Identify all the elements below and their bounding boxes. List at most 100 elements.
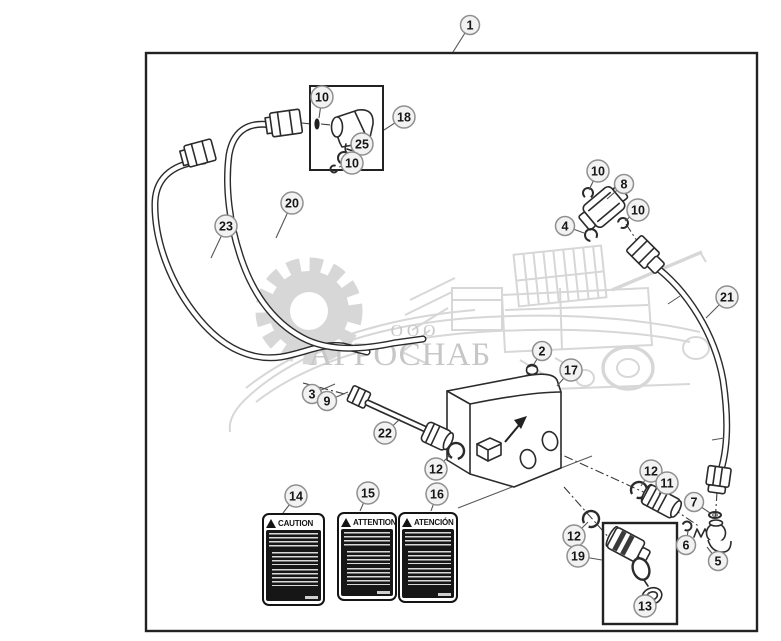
- svg-text:10: 10: [345, 156, 359, 170]
- callout-22[interactable]: 22: [373, 418, 401, 445]
- warning-triangle-icon: [266, 519, 276, 528]
- svg-text:25: 25: [355, 137, 369, 151]
- svg-text:10: 10: [591, 164, 605, 178]
- o-ring-10: [329, 164, 339, 174]
- svg-text:16: 16: [430, 487, 444, 501]
- bracket-tab: [476, 437, 502, 462]
- warning-triangle-icon: [341, 518, 351, 527]
- attention-label-header: ATTENTION: [341, 516, 397, 529]
- callout-7[interactable]: 7: [683, 491, 711, 514]
- attention-label-text: [341, 529, 393, 596]
- callout-2[interactable]: 2: [531, 340, 553, 365]
- svg-text:14: 14: [289, 489, 303, 503]
- callout-11[interactable]: 11: [655, 471, 679, 495]
- callout-12[interactable]: 12: [562, 521, 589, 548]
- callout-10[interactable]: 10: [310, 85, 334, 119]
- watermark-org-form: ООО: [391, 321, 440, 340]
- label-part-code: [305, 596, 318, 599]
- attention-label-title: ATTENTION: [353, 518, 397, 527]
- caution-label-title: CAUTION: [278, 519, 314, 528]
- svg-text:12: 12: [644, 464, 658, 478]
- coupler-box-19: [601, 521, 679, 626]
- svg-text:1: 1: [467, 18, 474, 32]
- atencion-label-text: [402, 529, 454, 598]
- o-ring-6: [681, 520, 693, 532]
- svg-text:15: 15: [361, 486, 375, 500]
- callout-10[interactable]: 10: [624, 198, 650, 222]
- caution-label-text: [266, 530, 321, 601]
- svg-text:5: 5: [715, 554, 722, 568]
- hose-21-bottom-nut: [705, 464, 732, 495]
- atencion-label: ATENCIÓN: [398, 512, 458, 603]
- rod-22: [346, 385, 466, 461]
- hose-21-top-nut: [626, 235, 665, 274]
- callout-13[interactable]: 13: [633, 591, 657, 618]
- svg-text:2: 2: [539, 344, 546, 358]
- callout-9[interactable]: 9: [316, 390, 349, 412]
- callout-16[interactable]: 16: [425, 482, 449, 512]
- hose-20: [224, 108, 427, 352]
- direction-arrow: [514, 416, 527, 429]
- washer-10: [314, 118, 320, 130]
- callout-12[interactable]: 12: [639, 459, 663, 487]
- label-part-code: [438, 593, 451, 596]
- snap-ring-12: [581, 509, 601, 529]
- callout-21[interactable]: 21: [705, 285, 739, 319]
- callout-4[interactable]: 4: [554, 215, 585, 237]
- svg-text:20: 20: [285, 196, 299, 210]
- coupler-13: [605, 525, 651, 562]
- callout-5[interactable]: 5: [706, 546, 729, 572]
- callout-19[interactable]: 19: [566, 544, 603, 568]
- svg-text:10: 10: [631, 203, 645, 217]
- svg-text:6: 6: [683, 538, 690, 552]
- svg-text:9: 9: [324, 394, 331, 408]
- svg-text:12: 12: [429, 462, 443, 476]
- bracket-17: [446, 373, 562, 488]
- label-part-code: [377, 591, 390, 594]
- svg-text:13: 13: [638, 599, 652, 613]
- svg-text:8: 8: [621, 177, 628, 191]
- watermark: ООО АГРОСНАБ: [228, 244, 710, 433]
- callout-18[interactable]: 18: [383, 105, 416, 131]
- diagram-border: [144, 51, 759, 633]
- svg-text:7: 7: [691, 495, 698, 509]
- callout-10[interactable]: 10: [338, 151, 364, 175]
- o-ring-10: [616, 217, 629, 229]
- svg-text:3: 3: [309, 387, 316, 401]
- callout-6[interactable]: 6: [675, 530, 697, 556]
- callout-12[interactable]: 12: [424, 454, 451, 481]
- o-ring-10: [582, 187, 595, 199]
- callout-1[interactable]: 1: [452, 14, 481, 53]
- svg-text:19: 19: [571, 549, 585, 563]
- svg-text:4: 4: [562, 219, 569, 233]
- callout-8[interactable]: 8: [606, 173, 635, 200]
- svg-text:17: 17: [564, 363, 578, 377]
- svg-text:23: 23: [219, 219, 233, 233]
- caution-label: CAUTION: [262, 513, 325, 606]
- svg-text:22: 22: [378, 426, 392, 440]
- svg-text:10: 10: [315, 90, 329, 104]
- atencion-label-header: ATENCIÓN: [402, 516, 454, 529]
- washer-7: [708, 511, 722, 519]
- svg-text:21: 21: [720, 290, 734, 304]
- hose-21: [626, 235, 732, 495]
- callout-23[interactable]: 23: [210, 214, 238, 259]
- callout-14[interactable]: 14: [282, 484, 308, 514]
- callout-17[interactable]: 17: [556, 358, 583, 387]
- attention-label: ATTENTION: [337, 512, 397, 601]
- callout-15[interactable]: 15: [356, 481, 380, 512]
- callout-10[interactable]: 10: [586, 159, 610, 191]
- callout-20[interactable]: 20: [275, 191, 304, 239]
- svg-text:12: 12: [567, 529, 581, 543]
- warning-triangle-icon: [402, 518, 412, 527]
- callout-25[interactable]: 25: [349, 132, 374, 156]
- svg-text:18: 18: [397, 110, 411, 124]
- snap-ring-12: [446, 441, 466, 461]
- caution-label-header: CAUTION: [266, 517, 321, 530]
- swoosh-watermark-art: [228, 309, 701, 433]
- atencion-label-title: ATENCIÓN: [414, 518, 454, 527]
- elbow-fitting-5: [693, 519, 732, 553]
